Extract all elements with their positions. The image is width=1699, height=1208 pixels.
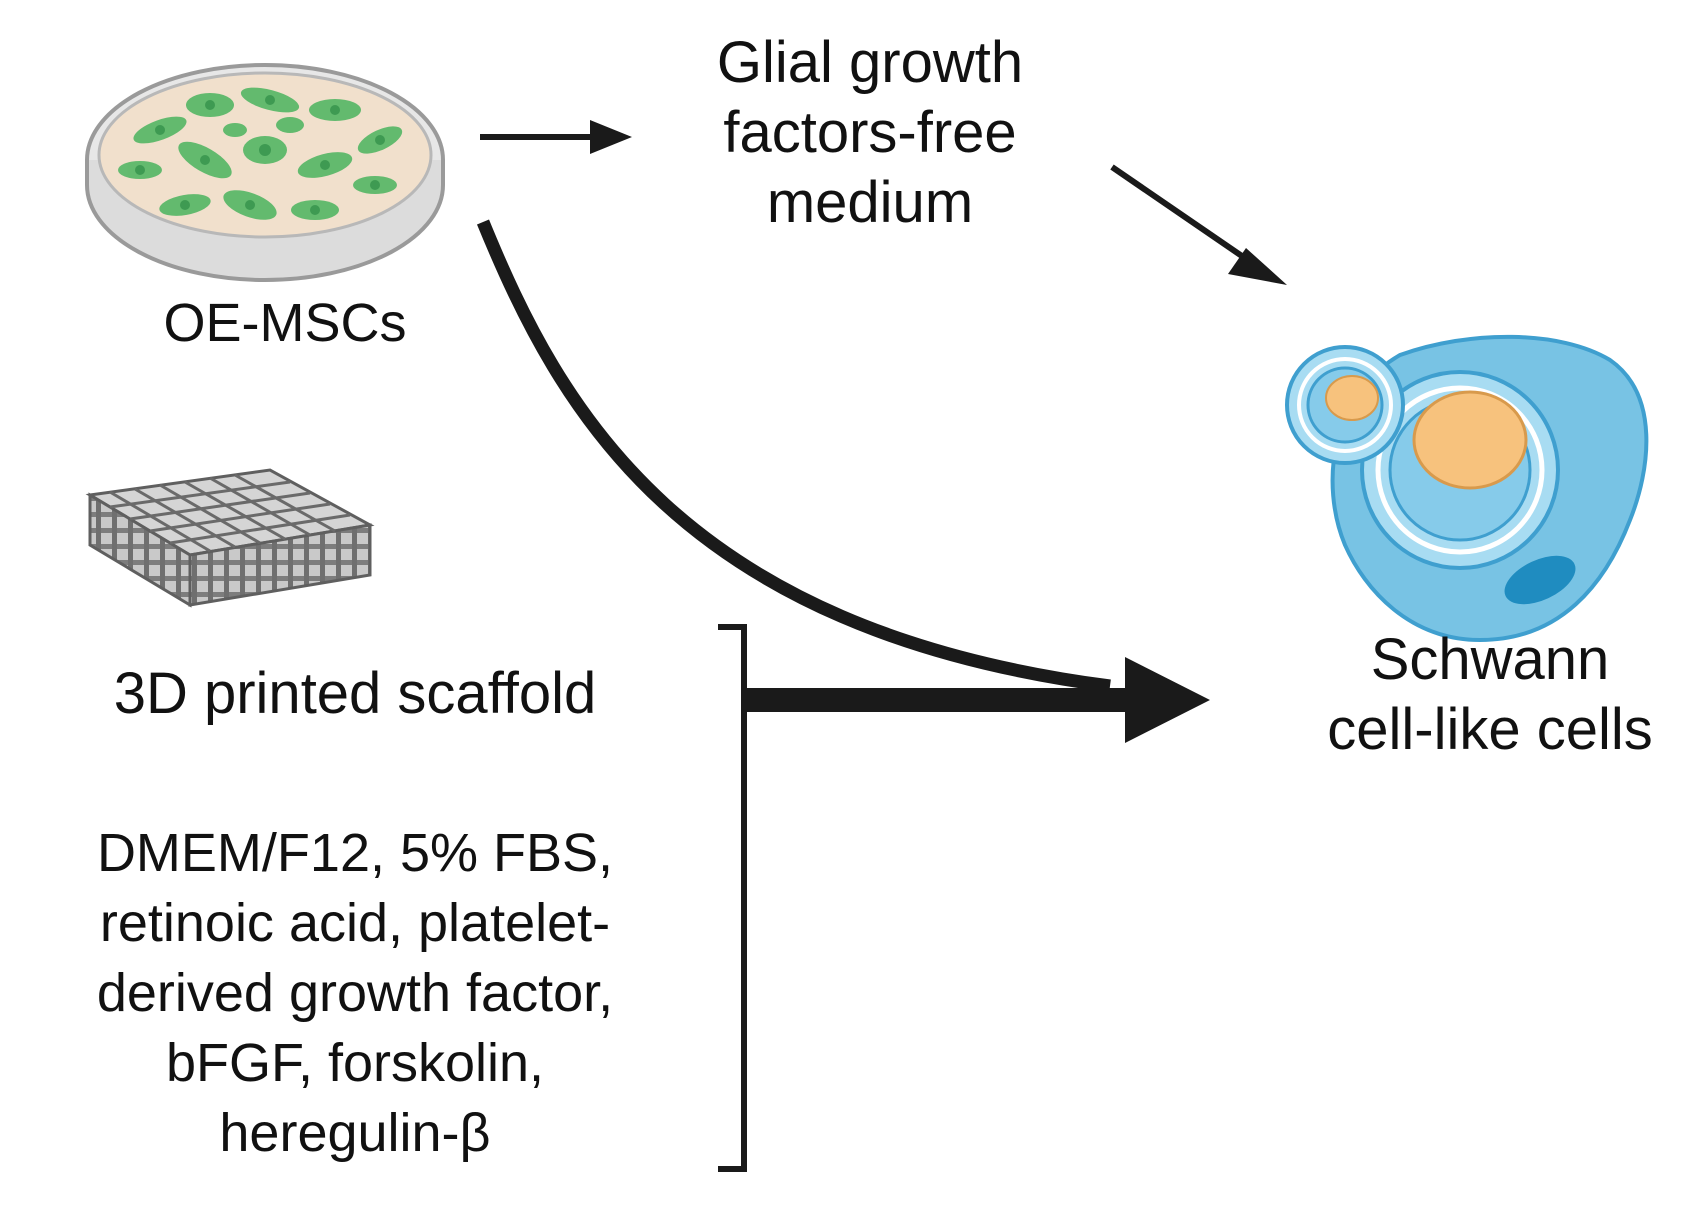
curved-arrow-direct — [476, 219, 1111, 693]
target-line-1: Schwann — [1370, 627, 1610, 692]
target-label: Schwann cell-like cells — [1290, 625, 1690, 765]
medium-label: Glial growth factors-free medium — [660, 28, 1080, 238]
medium-line-2: factors-free — [723, 100, 1017, 165]
factors-line-3: derived growth factor, — [96, 963, 614, 1023]
medium-line-1: Glial growth — [716, 30, 1024, 95]
petri-dish-icon — [85, 63, 445, 282]
factors-line-2: retinoic acid, platelet- — [99, 893, 611, 953]
main-arrow — [744, 657, 1210, 743]
scaffold-icon — [85, 468, 375, 608]
bracket — [718, 624, 747, 1172]
arrow-to-medium — [480, 120, 632, 154]
factors-line-4: bFGF, forskolin, — [165, 1033, 545, 1093]
scaffold-label: 3D printed scaffold — [113, 661, 597, 726]
target-line-2: cell-like cells — [1327, 697, 1653, 762]
factors-line-1: DMEM/F12, 5% FBS, — [96, 823, 614, 883]
factors-line-5: heregulin-β — [219, 1103, 491, 1163]
schwann-cell-icon — [1285, 334, 1649, 643]
arrow-medium-to-schwann — [1110, 164, 1287, 285]
source-label: OE-MSCs — [163, 293, 407, 353]
factors-label: DMEM/F12, 5% FBS, retinoic acid, platele… — [10, 818, 700, 1168]
medium-line-3: medium — [766, 170, 974, 235]
